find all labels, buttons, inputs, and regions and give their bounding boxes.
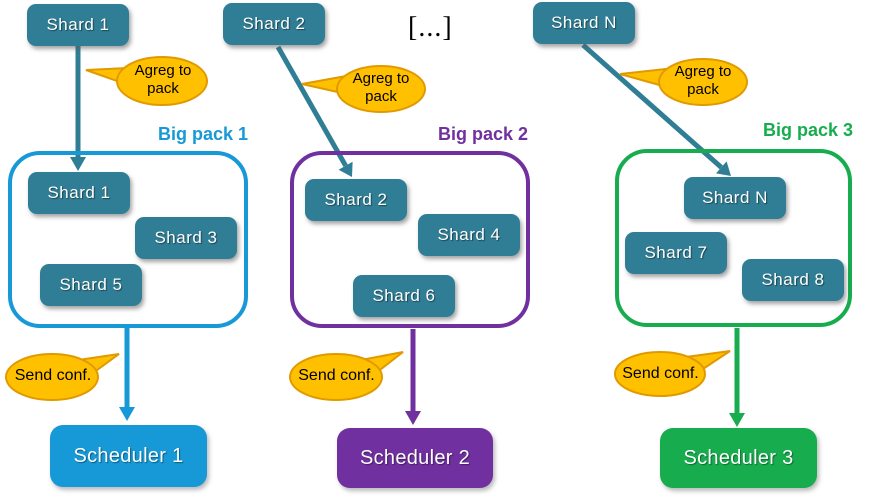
- send-callout-text-3: Send conf.: [622, 365, 699, 382]
- shard-source-1: Shard 1: [27, 4, 129, 46]
- aggregate-callout-text-2: Agreg to pack: [352, 70, 410, 105]
- pack3-shard-8: Shard 8: [742, 259, 844, 301]
- big-pack-2-title: Big pack 2: [437, 124, 528, 144]
- aggregate-callout-bubble-3: [619, 58, 748, 106]
- send-callout-text-2: Send conf.: [298, 367, 375, 384]
- aggregate-callout-bubble-2: [301, 65, 426, 113]
- arrow-shard2-to-pack2: [275, 45, 353, 177]
- ellipsis-label: [...]: [408, 12, 453, 43]
- big-pack-2-container: [290, 151, 530, 328]
- scheduler-1: Scheduler 1: [50, 425, 207, 487]
- arrow-shard1-to-pack1: [70, 46, 86, 171]
- aggregate-callout-text-3: Agreg to pack: [674, 63, 732, 98]
- big-pack-3-title: Big pack 3: [762, 120, 853, 140]
- big-pack-1-container: [8, 151, 248, 328]
- send-callout-bubble-3: [614, 350, 731, 397]
- pack3-shard-n: Shard N: [684, 177, 786, 219]
- aggregate-callout-bubble-1: [85, 56, 208, 106]
- pack1-shard-5: Shard 5: [40, 264, 142, 306]
- pack1-shard-1: Shard 1: [28, 172, 130, 214]
- scheduler-3: Scheduler 3: [660, 428, 817, 488]
- aggregate-callout-text-1: Agreg to pack: [134, 62, 192, 97]
- pack1-shard-3: Shard 3: [135, 217, 237, 259]
- shard-source-n: Shard N: [533, 2, 635, 44]
- arrow-pack3-to-scheduler3: [729, 328, 745, 427]
- shard-source-2: Shard 2: [223, 3, 325, 45]
- pack2-shard-4: Shard 4: [418, 214, 520, 256]
- send-callout-text-1: Send conf.: [14, 367, 92, 384]
- scheduler-2: Scheduler 2: [337, 428, 493, 488]
- send-callout-bubble-1: [5, 353, 120, 401]
- arrow-pack1-to-scheduler1: [119, 328, 135, 421]
- pack2-shard-6: Shard 6: [353, 275, 455, 317]
- send-callout-bubble-2: [289, 351, 404, 401]
- pack3-shard-7: Shard 7: [625, 232, 727, 274]
- big-pack-3-container: [615, 149, 852, 327]
- big-pack-1-title: Big pack 1: [157, 124, 248, 144]
- arrow-pack2-to-scheduler2: [405, 329, 421, 425]
- arrow-shardN-to-pack3: [581, 43, 731, 176]
- pack2-shard-2: Shard 2: [305, 179, 407, 221]
